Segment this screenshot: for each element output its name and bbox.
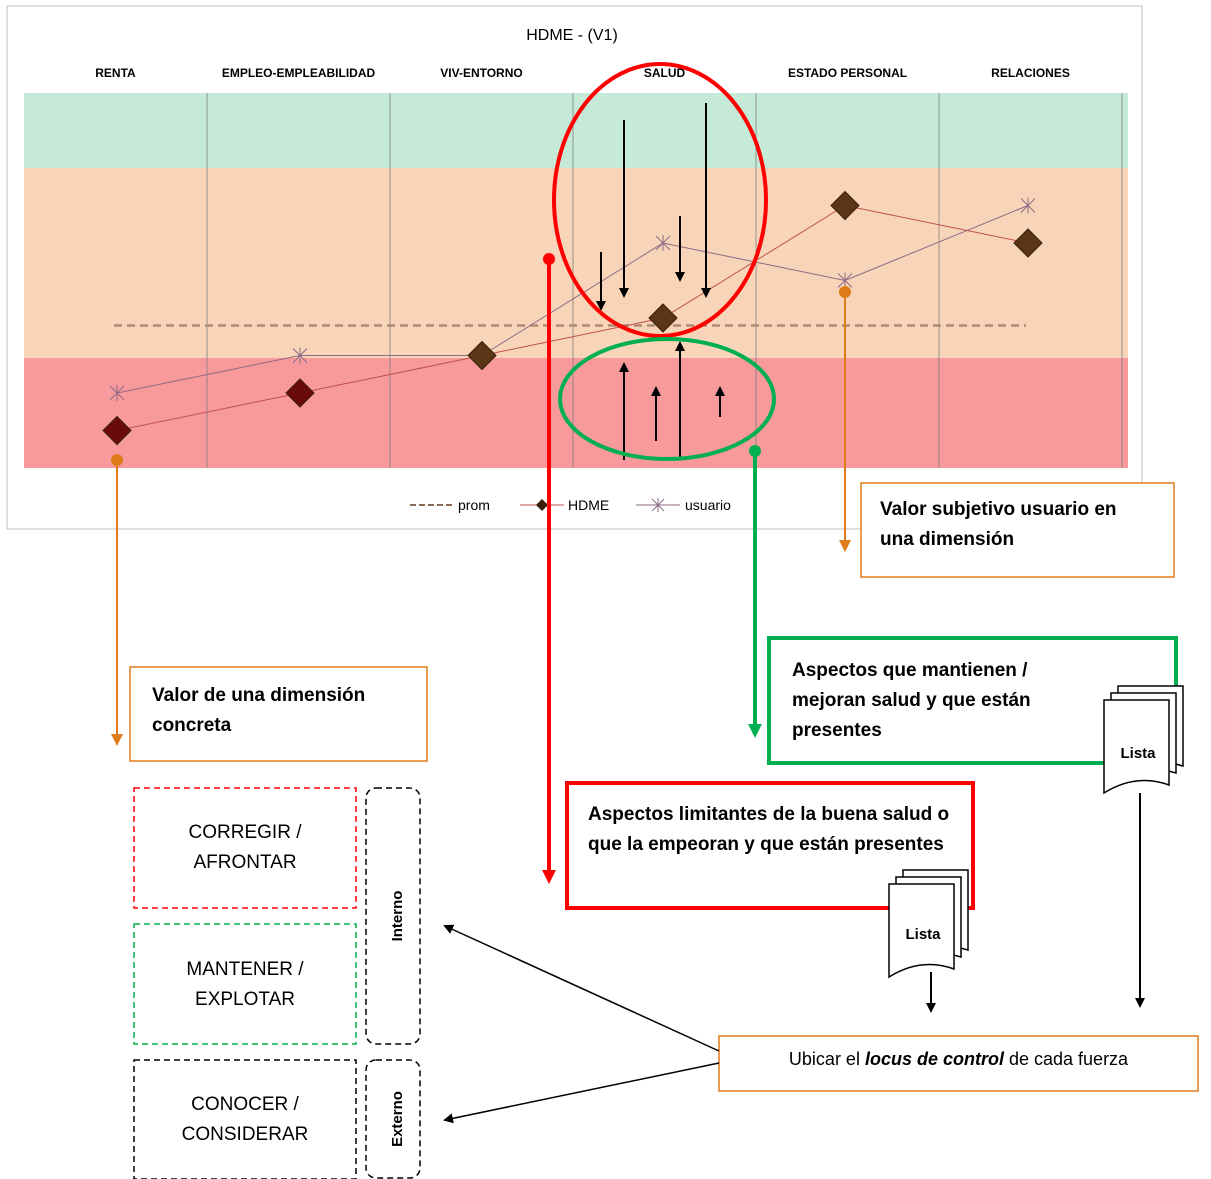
category-label-4: ESTADO PERSONAL bbox=[788, 66, 907, 80]
arrow-to-interno bbox=[443, 924, 720, 1052]
ubicar-emphasis: locus de control bbox=[864, 1049, 1004, 1069]
chart-legend: prom HDME usuario bbox=[410, 497, 731, 513]
force-arrows bbox=[596, 103, 725, 460]
series-layer bbox=[102, 190, 1043, 446]
hdme-point-1 bbox=[285, 378, 315, 408]
aspectos-limitantes-text: Aspectos limitantes de la buena salud o … bbox=[588, 804, 950, 855]
hdme-point-0 bbox=[102, 415, 132, 446]
valor-subjetivo-text: Valor subjetivo usuario en una dimensión bbox=[880, 499, 1117, 550]
externo-box bbox=[365, 1059, 421, 1179]
usuario-point-5 bbox=[1020, 197, 1036, 214]
limiting-forces-ellipse bbox=[552, 62, 768, 338]
aspectos-mantienen-text: Aspectos que mantienen / mejoran salud y… bbox=[792, 660, 1031, 741]
hdme-point-3 bbox=[648, 303, 678, 333]
usuario-point-1 bbox=[292, 347, 308, 364]
mantener-box bbox=[133, 923, 357, 1045]
category-label-1: EMPLEO-EMPLEABILIDAD bbox=[222, 66, 376, 80]
category-label-2: VIV-ENTORNO bbox=[440, 66, 522, 80]
lista-label-mantienen: Lista bbox=[1120, 745, 1156, 762]
band-orange bbox=[24, 168, 1128, 358]
category-label-0: RENTA bbox=[95, 66, 136, 80]
ubicar-prefix: Ubicar el bbox=[788, 1049, 865, 1069]
externo-label: Externo bbox=[389, 1091, 406, 1147]
hdme-point-2 bbox=[467, 340, 497, 371]
arrow-to-externo bbox=[443, 1062, 720, 1124]
category-labels: RENTA EMPLEO-EMPLEABILIDAD VIV-ENTORNO SALU… bbox=[95, 66, 1070, 80]
lista-label-limitantes: Lista bbox=[905, 926, 941, 943]
category-label-3: SALUD bbox=[644, 66, 686, 80]
conocer-box bbox=[133, 1059, 357, 1179]
legend-hdme-marker bbox=[536, 499, 548, 511]
maintaining-forces-ellipse bbox=[558, 337, 776, 461]
band-red bbox=[24, 358, 1128, 468]
series-hdme-line bbox=[116, 204, 1029, 431]
document-stack-icon-mantienen bbox=[1103, 685, 1184, 1008]
legend-usuario-label: usuario bbox=[685, 497, 731, 513]
corregir-box bbox=[133, 787, 357, 909]
valor-dimension-text: Valor de una dimensión concreta bbox=[152, 685, 366, 736]
category-label-5: RELACIONES bbox=[991, 66, 1070, 80]
ubicar-suffix: de cada fuerza bbox=[1003, 1049, 1129, 1069]
valor-dimension-box bbox=[129, 666, 428, 762]
interno-box bbox=[365, 787, 421, 1045]
corregir-text: CORREGIR / AFRONTAR bbox=[188, 822, 302, 873]
chart-title: HDME - (V1) bbox=[526, 27, 618, 44]
band-green bbox=[24, 93, 1128, 168]
legend-usuario-marker bbox=[651, 498, 665, 512]
legend-hdme-label: HDME bbox=[568, 497, 609, 513]
ubicar-box bbox=[718, 1035, 1199, 1092]
hdme-point-4 bbox=[830, 190, 860, 221]
valor-subjetivo-box bbox=[860, 482, 1175, 578]
usuario-point-0 bbox=[109, 385, 125, 401]
series-usuario-line bbox=[116, 205, 1029, 394]
vertical-gridlines bbox=[206, 93, 1123, 468]
mantener-text: MANTENER / EXPLOTAR bbox=[186, 959, 304, 1010]
interno-label: Interno bbox=[389, 891, 406, 942]
hdme-point-5 bbox=[1013, 228, 1043, 258]
ubicar-text: Ubicar el locus de control de cada fuerz… bbox=[719, 1049, 1198, 1070]
usuario-point-3 bbox=[655, 235, 671, 251]
legend-prom-label: prom bbox=[458, 497, 490, 513]
usuario-point-4 bbox=[837, 272, 853, 289]
conocer-text: CONOCER / CONSIDERAR bbox=[181, 1094, 309, 1145]
document-stack-icon-limitantes bbox=[888, 869, 969, 1013]
